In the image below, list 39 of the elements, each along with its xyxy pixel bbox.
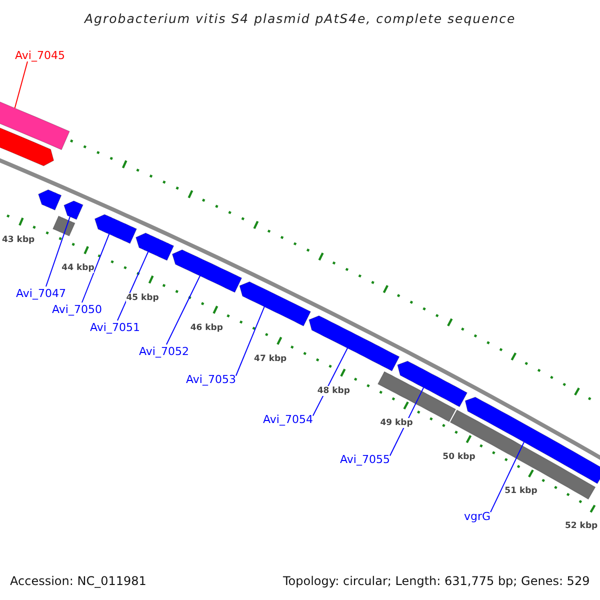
scale-label: 44 kbp bbox=[62, 263, 94, 274]
gene-label: Avi_7052 bbox=[139, 344, 189, 358]
gene-label: Avi_7054 bbox=[263, 412, 313, 426]
gene-label: Avi_7045 bbox=[15, 48, 65, 62]
scale-label: 49 kbp bbox=[380, 418, 413, 428]
gene-feature bbox=[239, 281, 311, 326]
scale-label: 50 kbp bbox=[442, 452, 476, 462]
scale-label: 51 kbp bbox=[504, 486, 538, 496]
leader-line bbox=[45, 216, 70, 287]
leader-line bbox=[81, 234, 110, 303]
gene-label: vgrG bbox=[464, 510, 491, 522]
gene-label: Avi_7055 bbox=[340, 452, 390, 466]
gene-bar bbox=[52, 216, 76, 236]
gene-label: Avi_7050 bbox=[52, 302, 102, 316]
gene-feature bbox=[136, 232, 174, 261]
scale-label: 47 kbp bbox=[254, 354, 287, 364]
leader-line bbox=[116, 251, 149, 321]
leader-line bbox=[312, 348, 348, 416]
gene-feature bbox=[94, 214, 137, 244]
gene-feature bbox=[397, 360, 468, 408]
gene-feature bbox=[172, 249, 242, 293]
scale-label: 46 kbp bbox=[190, 322, 223, 333]
leader-line bbox=[235, 306, 265, 376]
diagram-title: Agrobacterium vitis S4 plasmid pAtS4e, complete sequence bbox=[84, 10, 516, 26]
scale-label: 48 kbp bbox=[317, 386, 350, 396]
gene-feature bbox=[308, 315, 400, 372]
scale-label: 45 kbp bbox=[126, 292, 159, 303]
leader-line bbox=[490, 442, 524, 513]
scale-label: 43 kbp bbox=[2, 234, 35, 245]
gene-feature bbox=[38, 189, 62, 210]
scale-label: 52 kbp bbox=[565, 521, 598, 531]
gene-label: Avi_7053 bbox=[186, 372, 236, 386]
gene-feature bbox=[64, 200, 84, 220]
gene-label: Avi_7051 bbox=[90, 320, 140, 334]
sequence-info-text: Topology: circular; Length: 631,775 bp; Genes: 529 bbox=[283, 574, 590, 588]
leader-line bbox=[166, 275, 200, 345]
gene-label: Avi_7047 bbox=[16, 286, 66, 300]
leader-line bbox=[14, 61, 28, 109]
accession-text: Accession: NC_011981 bbox=[10, 574, 146, 588]
